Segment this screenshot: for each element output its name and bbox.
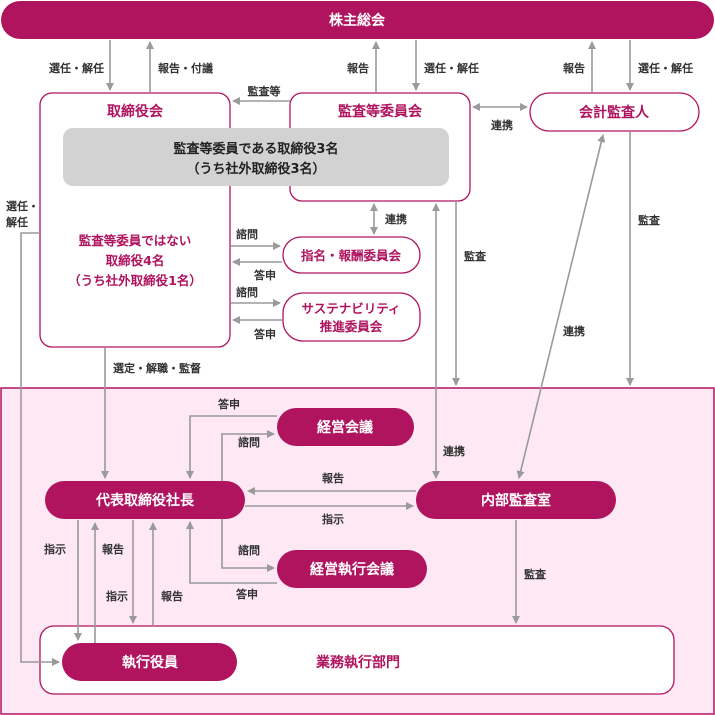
- label-select-supervise: 選定・解職・監督: [113, 361, 201, 375]
- shareholders-label: 株主総会: [329, 12, 386, 29]
- label-report-4: 報告: [102, 542, 124, 556]
- non-audit-directors-label: 監査等委員ではない: [79, 233, 192, 248]
- label-audit-2: 監査: [638, 213, 660, 227]
- executive-meeting-label: 経営執行会議: [310, 561, 394, 578]
- label-elect-dismiss-3: 選任・解任: [638, 61, 693, 75]
- accounting-auditor-node: [529, 92, 700, 132]
- audit-directors-outside-label: （うち社外取締役3名）: [186, 161, 325, 177]
- audit-directors-box: [63, 128, 449, 186]
- arrow-meeting-to-ceo: [186, 415, 277, 479]
- label-audit-3: 監査: [524, 567, 546, 581]
- arrow-auditor-internal-cooperation: [516, 134, 606, 479]
- arrow-ceo-to-meeting: [221, 430, 275, 481]
- label-cooperation-1: 連携: [491, 118, 513, 132]
- label-instruct-3: 指示: [106, 589, 128, 603]
- label-consult-4: 諮問: [238, 543, 260, 557]
- label-report-5: 報告: [161, 589, 183, 603]
- label-answer-3: 答申: [218, 397, 240, 411]
- non-audit-directors-outside-label: （うち社外取締役1名）: [68, 273, 202, 288]
- executive-officers-node: [62, 643, 237, 681]
- arrow-ceo-to-exec-meeting: [221, 519, 275, 572]
- label-elect-dismiss-2: 選任・解任: [424, 61, 479, 75]
- label-answer-2: 答申: [254, 327, 276, 341]
- internal-audit-node: [416, 481, 616, 519]
- arrow-exec-meeting-to-ceo: [186, 521, 277, 584]
- internal-audit-label: 内部監査室: [481, 492, 551, 509]
- business-divisions-label: 業務執行部門: [315, 654, 400, 671]
- label-consult-2: 諮問: [236, 285, 258, 299]
- label-instruct-2: 指示: [44, 542, 66, 556]
- accounting-auditor-label: 会計監査人: [579, 104, 650, 121]
- label-audit-etc: 監査等: [248, 84, 281, 98]
- arrow-board-to-officers: [20, 232, 60, 666]
- label-elect-dismiss-1: 選任・解任: [49, 61, 104, 75]
- label-elect-top: 選任・: [6, 199, 39, 213]
- ceo-label: 代表取締役社長: [95, 492, 195, 509]
- label-instruct-1: 指示: [322, 512, 344, 526]
- nomination-committee-label: 指名・報酬委員会: [301, 248, 402, 263]
- executive-meeting-node: [277, 550, 427, 588]
- label-report-1: 報告: [347, 61, 369, 75]
- label-consult-1: 諮問: [236, 227, 258, 241]
- label-cooperation-3: 連携: [563, 324, 585, 338]
- label-audit-1: 監査: [464, 249, 486, 263]
- audit-committee-label: 監査等委員会: [338, 103, 423, 120]
- label-answer-1: 答申: [254, 268, 276, 282]
- executive-officers-label: 執行役員: [122, 654, 178, 671]
- ceo-node: [45, 481, 245, 519]
- board-label: 取締役会: [107, 103, 164, 120]
- shareholders-node: [1, 1, 714, 39]
- label-report-3: 報告: [322, 471, 344, 485]
- label-cooperation-2: 連携: [385, 212, 407, 226]
- label-consult-3: 諮問: [238, 435, 260, 449]
- sustainability-committee-node: [282, 292, 421, 342]
- audit-directors-label: 監査等委員である取締役3名: [174, 141, 339, 157]
- label-dismiss-bottom: 解任: [6, 215, 28, 229]
- label-report-2: 報告: [563, 61, 585, 75]
- management-meeting-label: 経営会議: [317, 419, 373, 436]
- sustainability-committee-label-1: サステナビリティ: [301, 301, 400, 316]
- nomination-committee-node: [282, 236, 421, 274]
- label-report-resolution: 報告・付議: [158, 61, 213, 75]
- label-cooperation-4: 連携: [443, 444, 465, 458]
- sustainability-committee-label-2: 推進委員会: [320, 319, 383, 334]
- management-meeting-node: [277, 408, 414, 446]
- label-answer-4: 答申: [236, 587, 258, 601]
- non-audit-directors-count-label: 取締役4名: [106, 253, 165, 268]
